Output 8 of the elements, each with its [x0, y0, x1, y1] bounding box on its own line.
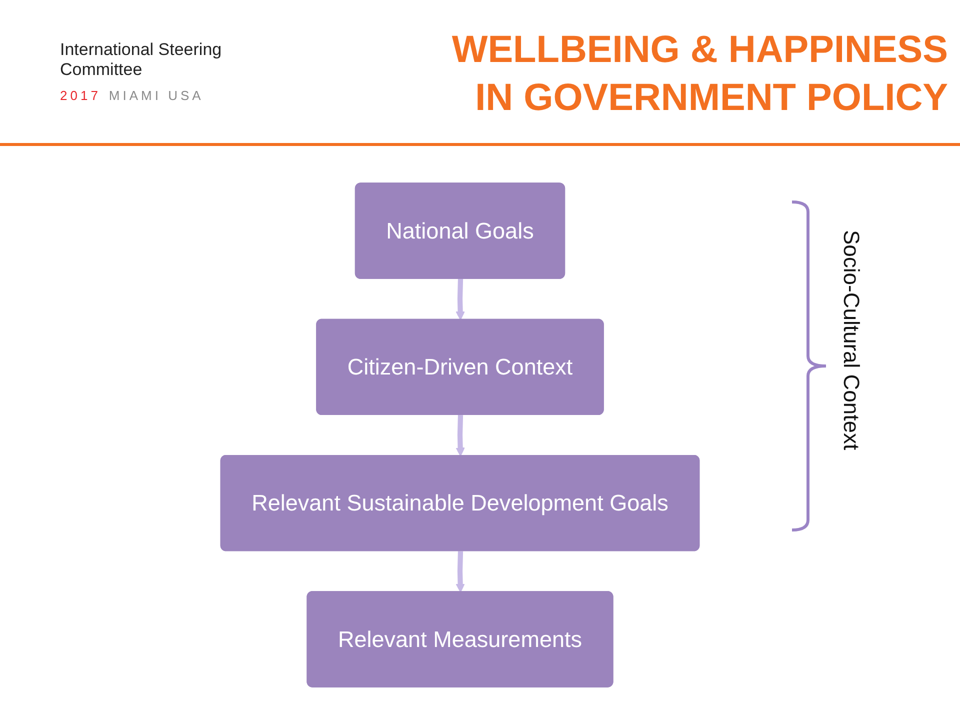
committee-name: International Steering Committee [60, 40, 223, 80]
event-year: 2017 [60, 88, 101, 103]
arrow [456, 551, 465, 593]
arrow [456, 414, 465, 456]
arrow [456, 278, 465, 320]
event-location: MIAMI USA [108, 88, 204, 103]
context-label: Socio-Cultural Context [838, 230, 864, 450]
slide-title: WELLBEING & HAPPINESS IN GOVERNMENT POLICY [450, 28, 948, 121]
